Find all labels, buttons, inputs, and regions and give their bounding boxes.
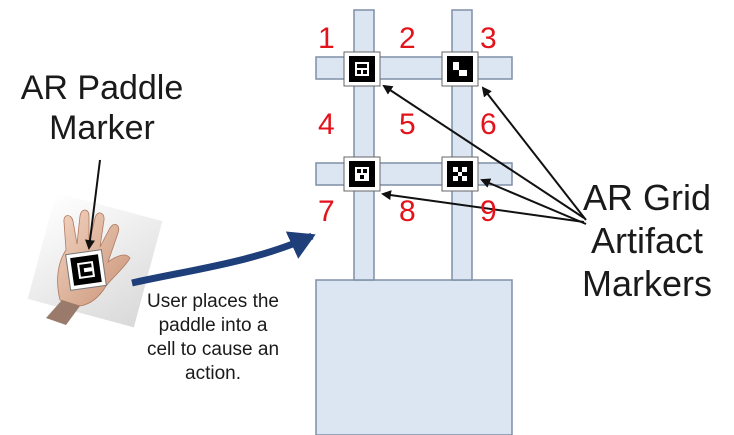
paddle-marker-label: AR Paddle Marker <box>2 68 202 148</box>
paddle-marker-label-line-2: Marker <box>49 109 155 148</box>
cell-number-1: 1 <box>318 22 335 55</box>
paddle-marker-label-line-1: AR Paddle <box>20 69 184 107</box>
cell-number-5: 5 <box>399 108 416 141</box>
action-caption-line-4: action. <box>185 362 241 384</box>
grid-markers-label: AR Grid Artifact Markers <box>560 176 734 306</box>
grid-marker-top-right <box>441 51 479 87</box>
paddle-marker-icon <box>65 249 107 291</box>
cell-number-2: 2 <box>399 22 416 55</box>
action-caption-line-1: User places the <box>146 291 279 312</box>
cell-number-7: 7 <box>318 195 335 228</box>
grid-marker-arrows <box>381 84 587 225</box>
cell-number-9: 9 <box>480 195 497 228</box>
cell-number-6: 6 <box>480 108 497 141</box>
grid-marker-top-left <box>343 51 381 87</box>
action-caption-line-3: cell to cause an <box>146 338 280 360</box>
grid-post-left <box>353 9 375 281</box>
grid-post-right <box>451 9 473 281</box>
grid-markers-label-line-1: AR Grid <box>582 177 712 218</box>
grid-marker-bottom-left <box>343 156 381 192</box>
action-caption-line-2: paddle into a <box>158 314 268 336</box>
action-caption: User places the paddle into a cell to ca… <box>124 290 302 386</box>
cell-number-4: 4 <box>318 108 335 141</box>
cell-number-8: 8 <box>399 195 416 228</box>
grid-markers-label-line-2: Artifact <box>590 220 704 262</box>
action-arrow <box>131 231 316 287</box>
grid-base <box>315 279 513 435</box>
paddle-label-arrow <box>85 159 101 250</box>
hand-paddle-photo <box>27 192 163 328</box>
grid-markers-label-line-3: Markers <box>581 263 712 305</box>
cell-number-3: 3 <box>480 22 497 55</box>
grid-marker-bottom-right <box>441 156 479 192</box>
